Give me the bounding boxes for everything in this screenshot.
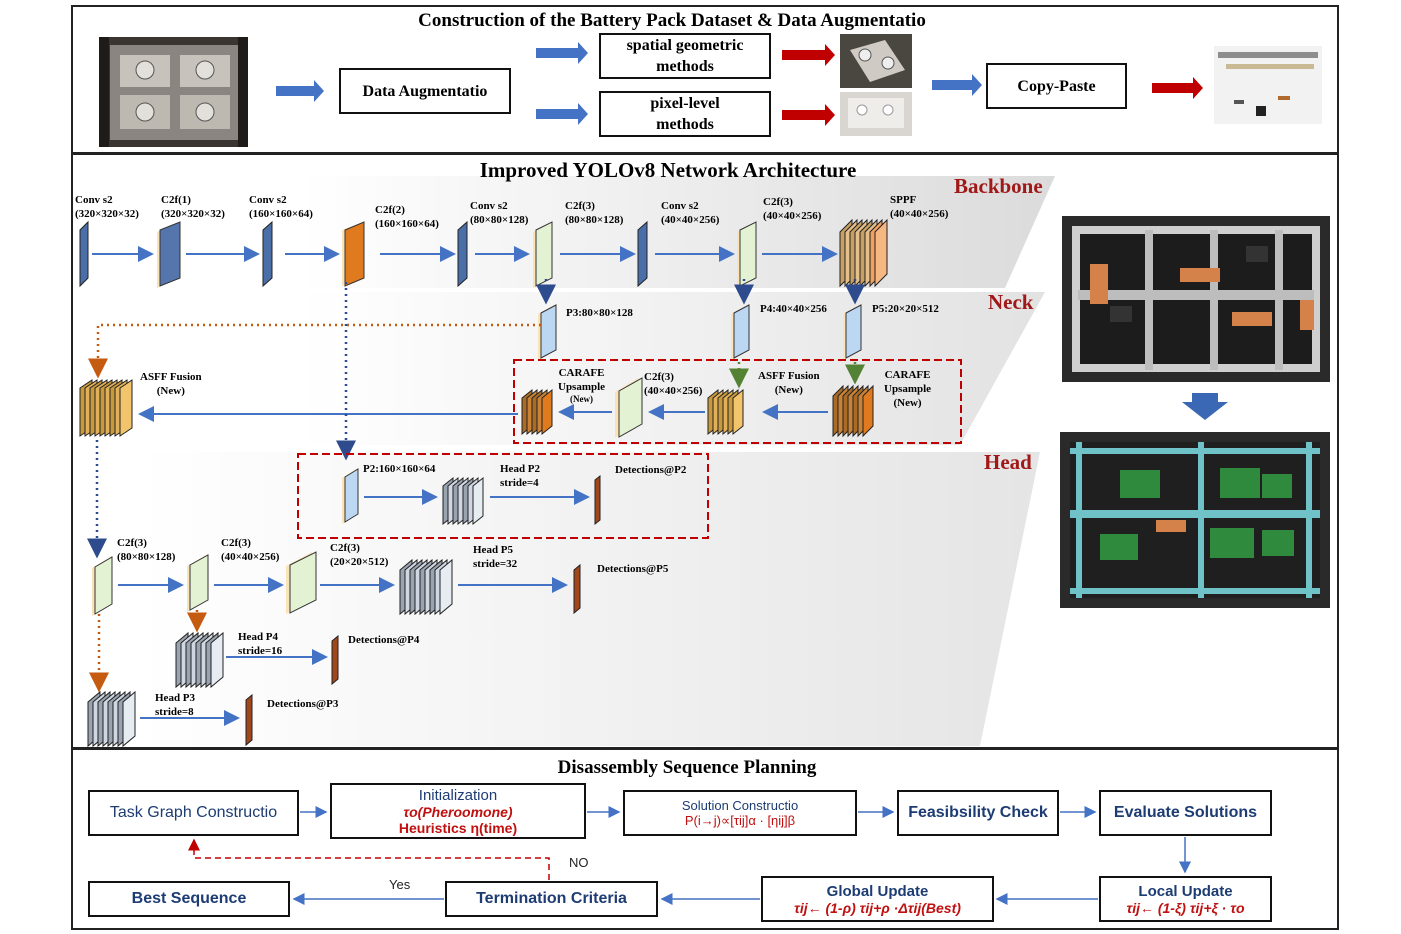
global-update-box: Global Update τij← (1-ρ) τij+ρ ·Δτij(Bes… [761, 876, 994, 922]
c2f-2-label: C2f(2)(160×160×64) [375, 204, 439, 230]
c2f-3b-label: C2f(3)(40×40×256) [763, 196, 822, 222]
conv-s2-1-label: Conv s2(320×320×32) [75, 194, 139, 220]
c2f-head-b-label: C2f(3)(40×40×256) [221, 537, 280, 563]
battery-pack-photos [1060, 216, 1330, 608]
c2f-head-a-label: C2f(3)(80×80×128) [117, 537, 176, 563]
c2f-1-label: C2f(1)(320×320×32) [161, 194, 225, 220]
copy-paste-box: Copy-Paste [986, 63, 1127, 109]
conv-s2-3-label: Conv s2(80×80×128) [470, 200, 529, 226]
detections-p3-label: Detections@P3 [267, 698, 339, 710]
evaluate-solutions-box: Evaluate Solutions [1099, 790, 1272, 836]
no-label: NO [569, 855, 589, 870]
detections-p4-label: Detections@P4 [348, 634, 420, 646]
feasibility-check-box: Feasibsility Check [897, 790, 1059, 836]
conv-s2-2-label: Conv s2(160×160×64) [249, 194, 313, 220]
solution-construction-box: Solution Constructio P(i→j)∝[τij]α · [ηi… [623, 790, 857, 836]
termination-criteria-box: Termination Criteria [445, 881, 658, 917]
head-section-label: Head [984, 450, 1032, 474]
p4-label: P4:40×40×256 [760, 303, 827, 315]
planning-title: Disassembly Sequence Planning [557, 757, 817, 778]
best-sequence-box: Best Sequence [88, 881, 290, 917]
backbone-section-label: Backbone [954, 174, 1043, 198]
asff-fusion-mid-label: ASFF Fusion(New) [758, 370, 820, 396]
neck-section-label: Neck [988, 290, 1034, 314]
p3-label: P3:80×80×128 [566, 307, 633, 319]
yes-label: Yes [389, 877, 411, 892]
augmentation-title: Construction of the Battery Pack Dataset… [418, 10, 926, 31]
network-title: Improved YOLOv8 Network Architecture [479, 158, 857, 182]
c2f-mid-label: C2f(3)(40×40×256) [644, 371, 703, 397]
conv-s2-4-label: Conv s2(40×40×256) [661, 200, 720, 226]
data-augmentation-box: Data Augmentatio [339, 68, 511, 114]
local-update-box: Local Update τij← (1-ξ) τij+ξ · τo [1099, 876, 1272, 922]
detections-p2-label: Detections@P2 [615, 464, 687, 476]
task-graph-box: Task Graph Constructio [88, 790, 299, 836]
c2f-head-c-label: C2f(3)(20×20×512) [330, 542, 389, 568]
initialization-box: Initialization τo(Pheroomone) Heuristics… [330, 783, 586, 839]
sppf-label: SPPF(40×40×256) [890, 194, 949, 220]
p2-label: P2:160×160×64 [363, 463, 436, 475]
detections-p5-label: Detections@P5 [597, 563, 669, 575]
p5-label: P5:20×20×512 [872, 303, 939, 315]
asff-fusion-left-label: ASFF Fusion(New) [140, 371, 202, 397]
c2f-3a-label: C2f(3)(80×80×128) [565, 200, 624, 226]
